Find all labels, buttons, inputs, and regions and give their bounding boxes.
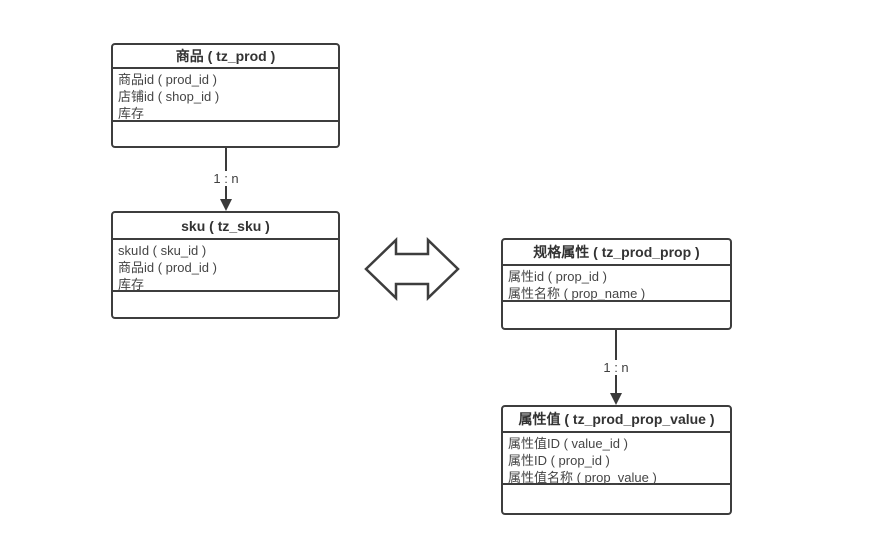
entity-prod-empty-section — [113, 122, 338, 146]
entity-prod-fields: 商品id ( prod_id ) 店铺id ( shop_id ) 库存 — [113, 69, 338, 122]
field-row: 属性id ( prop_id ) — [508, 269, 607, 284]
field-row: 店铺id ( shop_id ) — [118, 89, 220, 104]
field-row: 属性值ID ( value_id ) — [508, 436, 628, 451]
entity-prop-fields: 属性id ( prop_id ) 属性名称 ( prop_name ) — [503, 266, 730, 302]
entity-sku[interactable]: sku ( tz_sku ) skuId ( sku_id ) 商品id ( p… — [111, 211, 340, 319]
connector-prod-sku-arrowhead-icon — [220, 199, 232, 211]
entity-sku-title: sku ( tz_sku ) — [113, 213, 338, 240]
entity-prod-title: 商品 ( tz_prod ) — [113, 45, 338, 69]
entity-prop-value-fields: 属性值ID ( value_id ) 属性ID ( prop_id ) 属性值名… — [503, 433, 730, 485]
field-row: 商品id ( prod_id ) — [118, 260, 217, 275]
field-row: 商品id ( prod_id ) — [118, 72, 217, 87]
entity-sku-empty-section — [113, 292, 338, 317]
connector-prop-value-arrowhead-icon — [610, 393, 622, 405]
field-row: skuId ( sku_id ) — [118, 243, 207, 258]
entity-prop[interactable]: 规格属性 ( tz_prod_prop ) 属性id ( prop_id ) 属… — [501, 238, 732, 330]
entity-prop-value-title: 属性值 ( tz_prod_prop_value ) — [503, 407, 730, 433]
double-arrow-shape[interactable] — [364, 235, 460, 303]
entity-prop-title: 规格属性 ( tz_prod_prop ) — [503, 240, 730, 266]
entity-prop-value-empty-section — [503, 485, 730, 513]
entity-sku-fields: skuId ( sku_id ) 商品id ( prod_id ) 库存 — [113, 240, 338, 292]
field-row: 属性名称 ( prop_name ) — [508, 286, 646, 301]
entity-prop-empty-section — [503, 302, 730, 328]
entity-prod[interactable]: 商品 ( tz_prod ) 商品id ( prod_id ) 店铺id ( s… — [111, 43, 340, 148]
connector-prop-value-label: 1 : n — [600, 360, 632, 375]
field-row: 库存 — [118, 277, 145, 292]
connector-prod-sku-label: 1 : n — [210, 171, 242, 186]
field-row: 库存 — [118, 106, 145, 121]
field-row: 属性值名称 ( prop_value ) — [508, 470, 657, 485]
entity-prop-value[interactable]: 属性值 ( tz_prod_prop_value ) 属性值ID ( value… — [501, 405, 732, 515]
field-row: 属性ID ( prop_id ) — [508, 453, 610, 468]
